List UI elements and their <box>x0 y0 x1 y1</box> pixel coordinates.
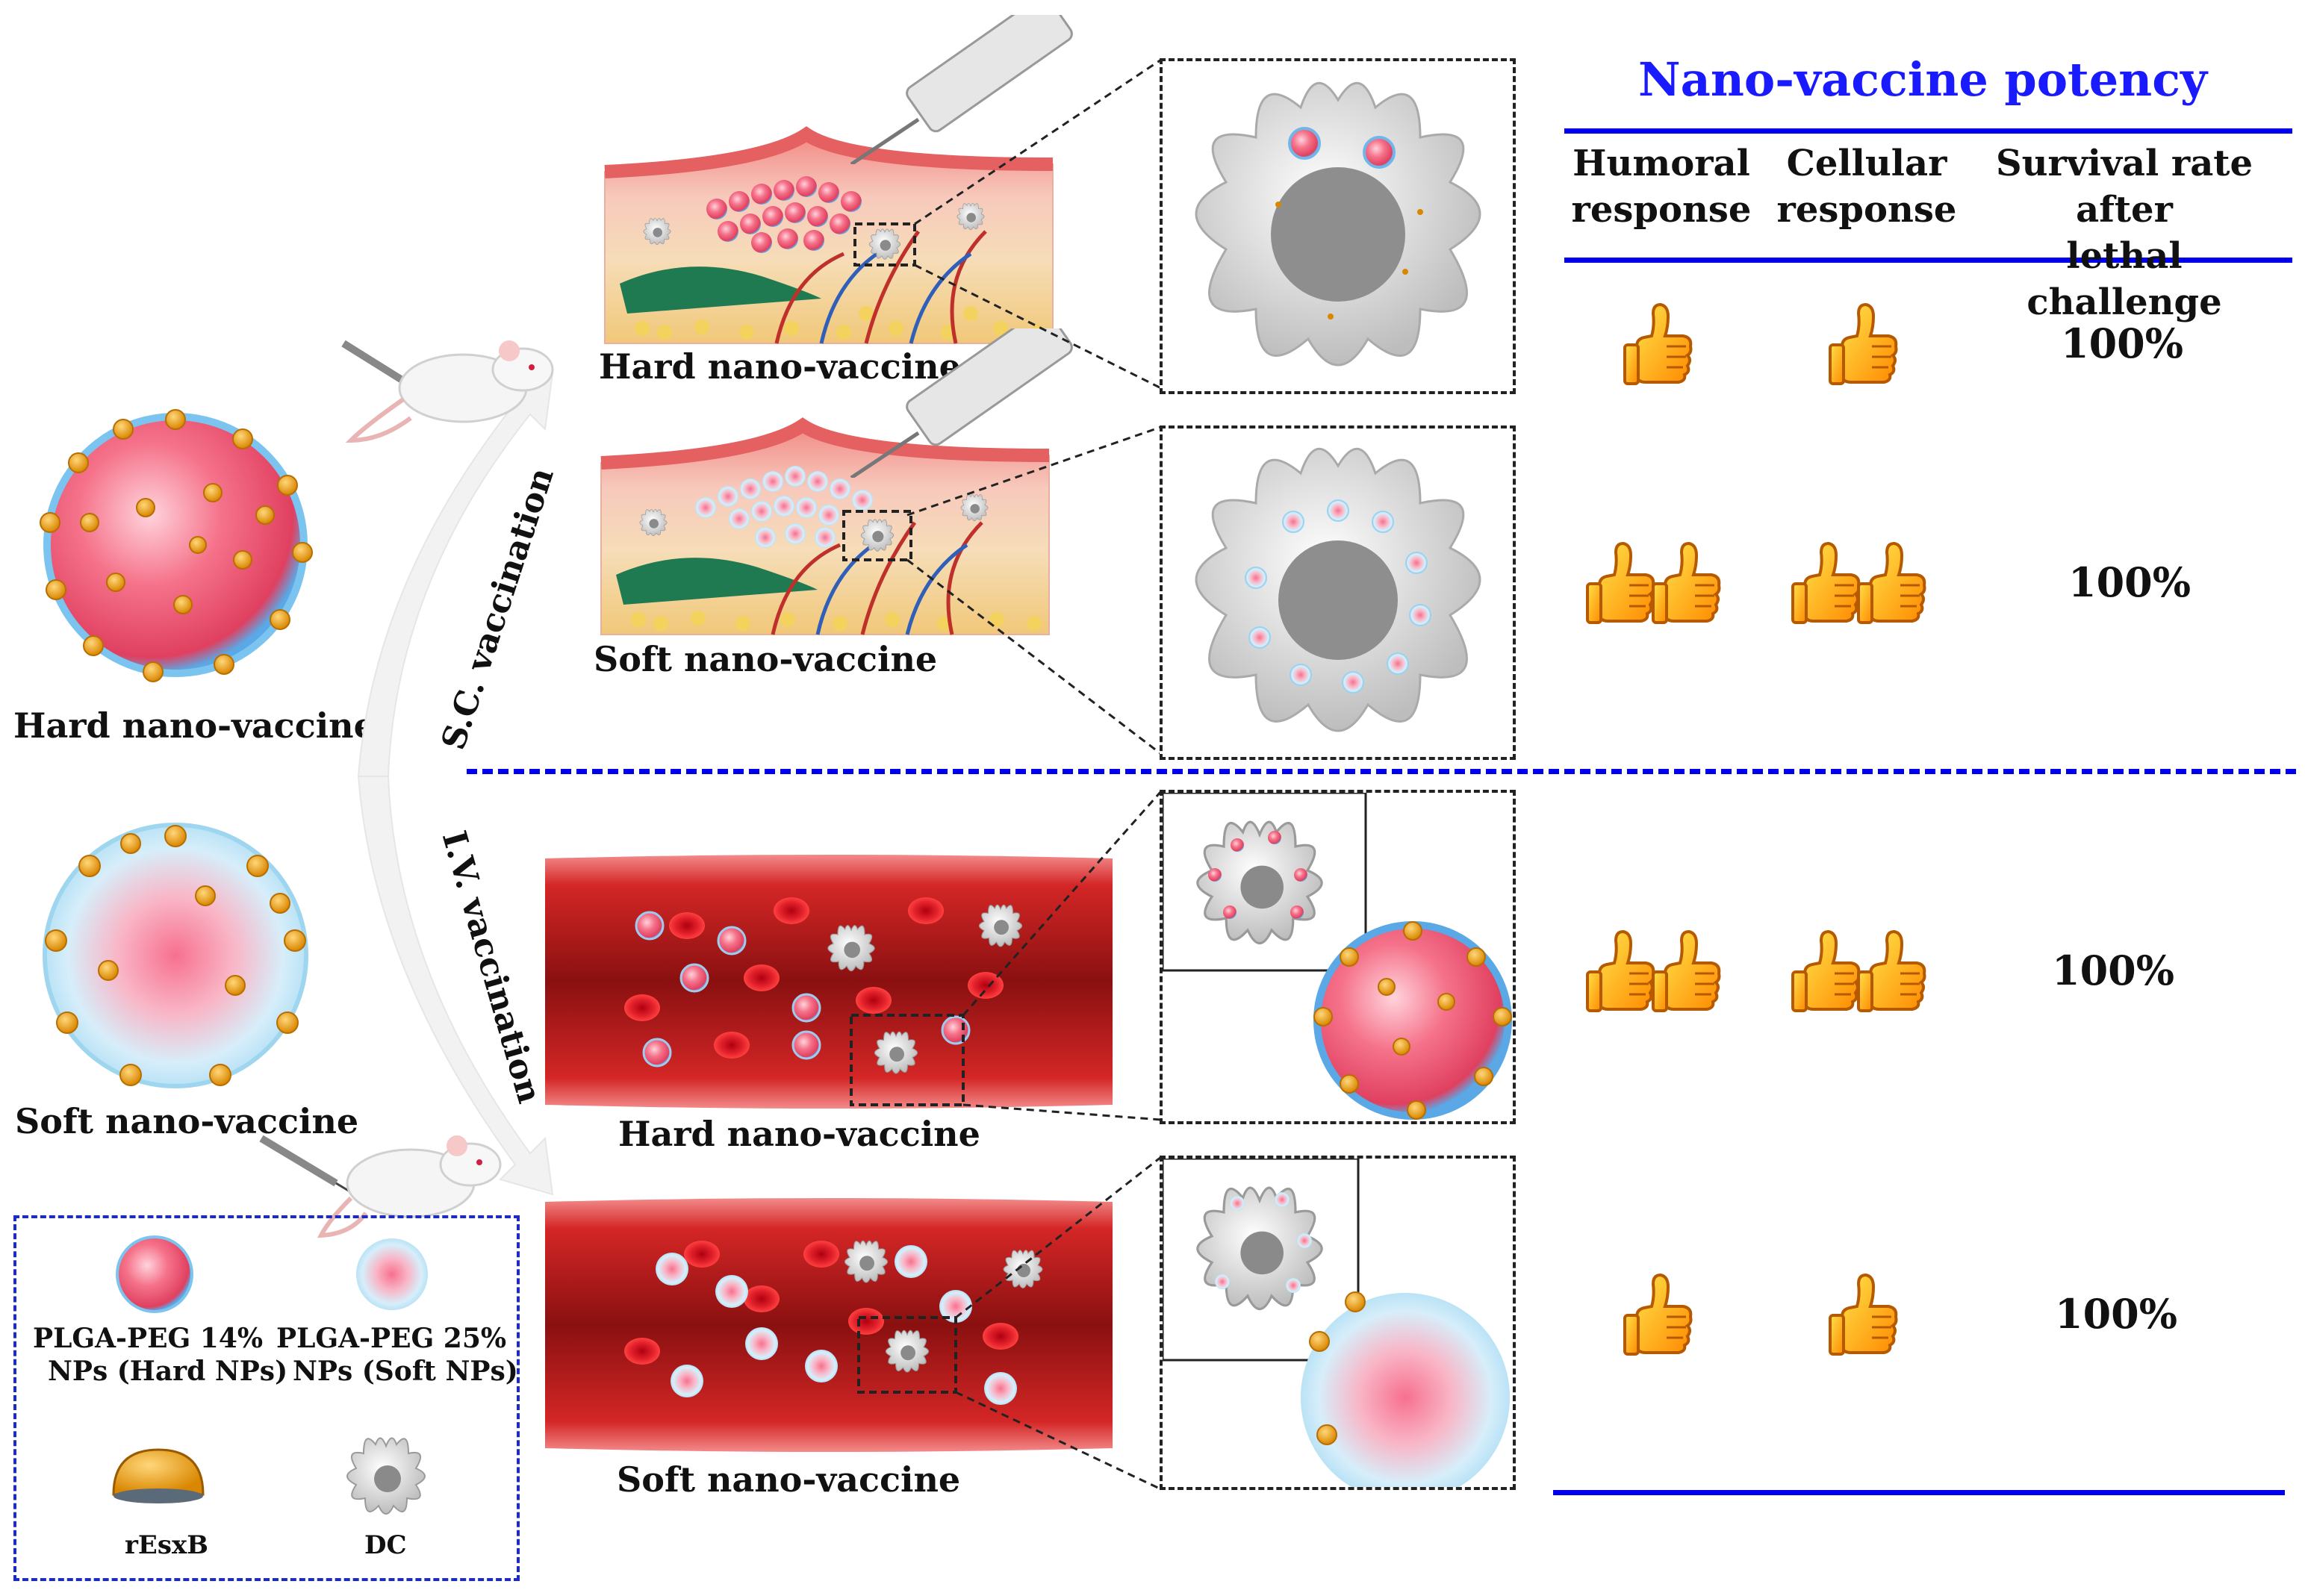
thumbs-up-icon <box>1791 930 1861 1012</box>
section-divider <box>467 769 2296 774</box>
header-survival: Survival rate after lethal challenge <box>1964 140 2285 325</box>
thumbs-up-icon <box>1857 930 1926 1012</box>
humoral-thumbs-row-2 <box>1586 542 1721 624</box>
humoral-thumbs-row-4 <box>1623 1274 1693 1356</box>
sc-soft-syringe-icon <box>850 328 1073 478</box>
mouse-iv-icon <box>259 1135 502 1238</box>
iv-soft-label: Soft nano-vaccine <box>617 1459 961 1500</box>
table-top-rule <box>1564 128 2292 134</box>
hard-np-legend-line1: PLGA-PEG 14% <box>33 1323 264 1354</box>
legend-box: PLGA-PEG 14% NPs (Hard NPs) PLGA-PEG 25%… <box>13 1215 520 1581</box>
sc-soft-label: Soft nano-vaccine <box>594 639 938 679</box>
cellular-thumbs-row-4 <box>1829 1274 1898 1356</box>
survival-value-row-1: 100% <box>2061 319 2184 367</box>
antigen-legend-label: rEsxB <box>125 1530 208 1560</box>
soft-np-legend-line2: NPs (Soft NPs) <box>293 1356 518 1387</box>
hard-nanovaccine-particle <box>40 409 313 682</box>
thumbs-up-icon <box>1586 542 1655 624</box>
zoom-sc-hard <box>1160 58 1516 394</box>
soft-nanovaccine-particle <box>43 823 308 1088</box>
header-humoral: Humoral response <box>1564 140 1758 233</box>
header-survival-line1: Survival rate after <box>1995 143 2253 231</box>
thumbs-up-icon <box>1829 303 1898 385</box>
survival-value-row-2: 100% <box>2068 558 2192 606</box>
thumbs-up-icon <box>1857 542 1926 624</box>
thumbs-up-icon <box>1791 542 1861 624</box>
header-humoral-line2: response <box>1571 189 1752 231</box>
thumbs-up-icon <box>1623 1274 1693 1356</box>
thumbs-up-icon <box>1586 930 1655 1012</box>
header-humoral-line1: Humoral <box>1573 143 1750 184</box>
left-hard-label: Hard nano-vaccine <box>13 705 376 746</box>
iv-hard-label: Hard nano-vaccine <box>618 1114 980 1154</box>
zoom-connectors <box>906 58 1163 1491</box>
header-cellular-line1: Cellular <box>1786 143 1947 184</box>
thumbs-up-icon <box>1829 1274 1898 1356</box>
thumbs-up-icon <box>1652 542 1721 624</box>
soft-np-legend-line1: PLGA-PEG 25% <box>276 1323 507 1354</box>
zoom-iv-hard <box>1160 790 1516 1124</box>
iv-soft-blood-vessel <box>545 1198 1113 1452</box>
table-header-rule <box>1564 258 2292 263</box>
survival-value-row-4: 100% <box>2055 1290 2178 1338</box>
cellular-thumbs-row-3 <box>1791 930 1926 1012</box>
thumbs-up-icon <box>1623 303 1693 385</box>
survival-value-row-3: 100% <box>2052 947 2175 994</box>
header-cellular-line2: response <box>1776 189 1957 231</box>
soft-np-legend-icon <box>356 1238 428 1310</box>
mouse-sc-icon <box>341 340 554 443</box>
dc-legend-label: DC <box>364 1530 407 1560</box>
iv-hard-blood-vessel <box>545 855 1113 1109</box>
hard-np-legend-line2: NPs (Hard NPs) <box>48 1356 288 1387</box>
antigen-legend-icon <box>112 1448 205 1503</box>
potency-title: Nano-vaccine potency <box>1637 52 2207 107</box>
left-soft-label: Soft nano-vaccine <box>15 1101 359 1141</box>
header-cellular: Cellular response <box>1766 140 1968 233</box>
sc-soft-skin-tissue <box>600 417 1050 635</box>
zoom-iv-soft <box>1160 1156 1516 1490</box>
sc-hard-skin-tissue <box>604 126 1054 344</box>
humoral-thumbs-row-1 <box>1623 303 1693 385</box>
header-survival-line2: lethal challenge <box>2026 235 2222 323</box>
thumbs-up-icon <box>1652 930 1721 1012</box>
sc-hard-label: Hard nano-vaccine <box>599 346 961 387</box>
zoom-sc-soft <box>1160 426 1516 760</box>
sc-hard-syringe-icon <box>850 15 1073 164</box>
hard-np-legend-icon <box>116 1235 193 1313</box>
table-bottom-rule <box>1553 1490 2285 1495</box>
cellular-thumbs-row-2 <box>1791 542 1926 624</box>
cellular-thumbs-row-1 <box>1829 303 1898 385</box>
route-arrows <box>357 372 554 1196</box>
humoral-thumbs-row-3 <box>1586 930 1721 1012</box>
